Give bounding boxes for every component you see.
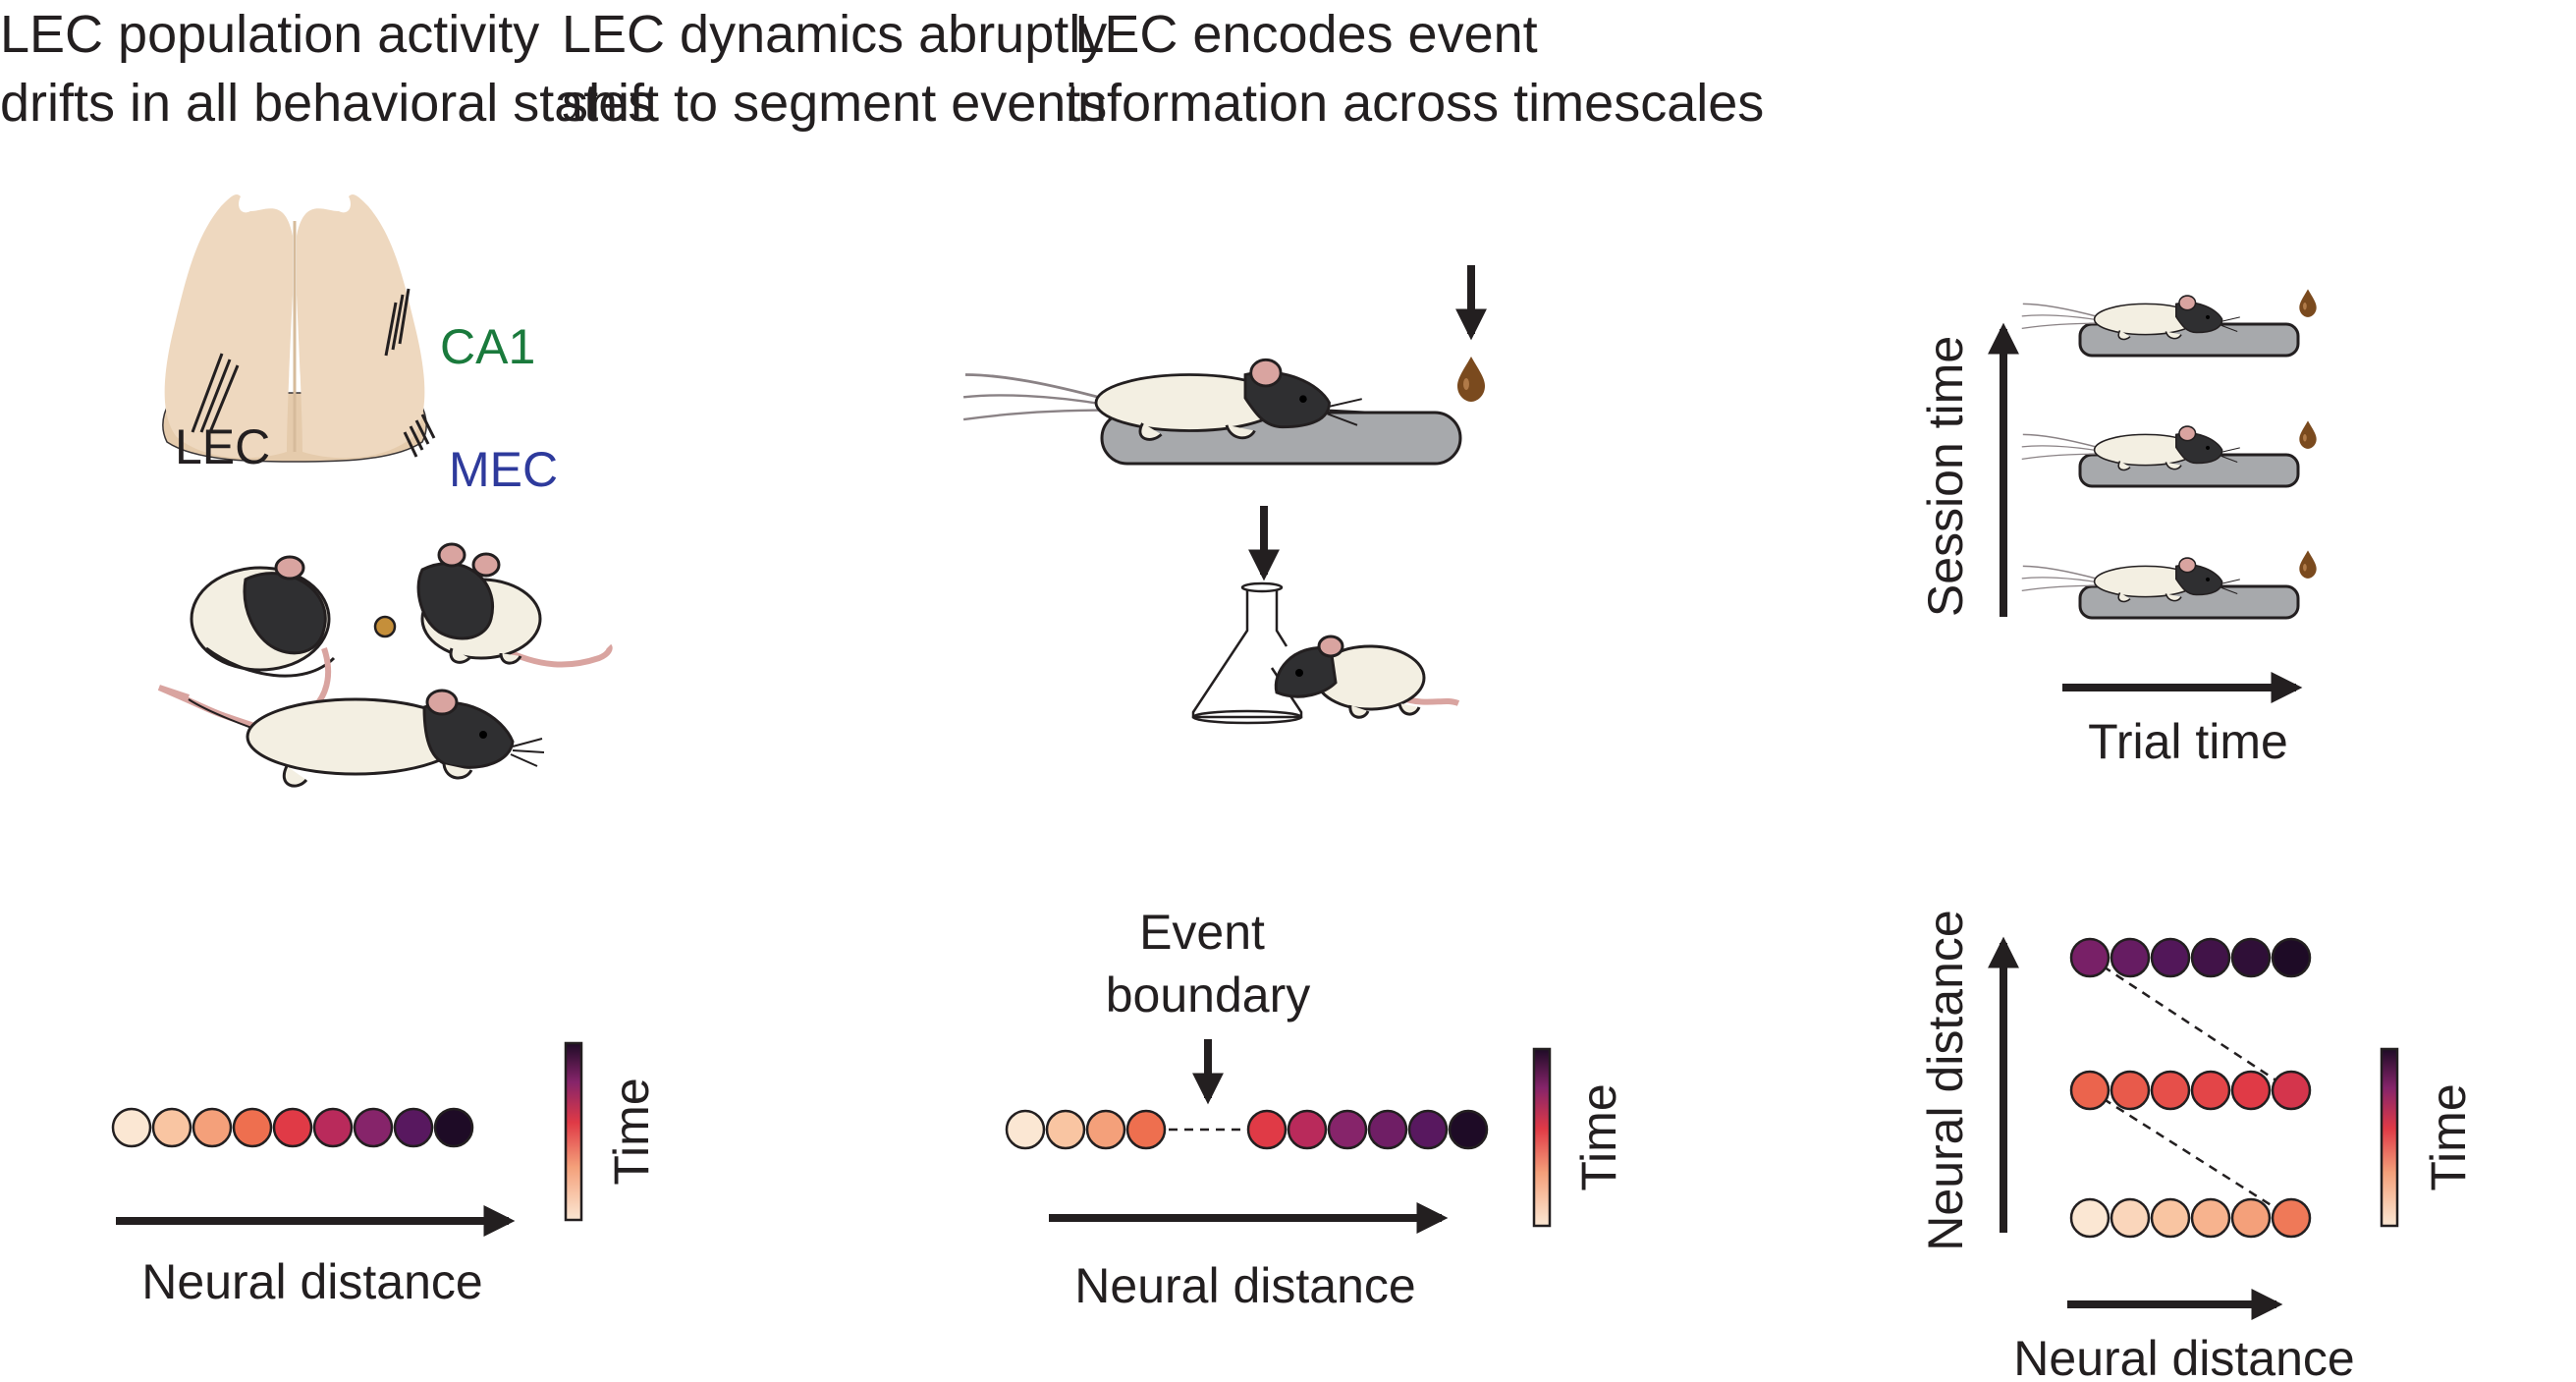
left-chain-node <box>151 1107 192 1148</box>
middle-chain-node <box>1085 1109 1126 1150</box>
lying-rat-left-illustration <box>157 685 545 788</box>
trial-row-3 <box>2020 550 2317 620</box>
right-row-node <box>2069 1070 2110 1111</box>
right-row-node <box>2230 1197 2272 1239</box>
eating-rat-illustration <box>373 542 613 668</box>
right-row-node <box>2069 1197 2110 1239</box>
reward-drop-icon <box>1457 357 1485 402</box>
curled-rat-illustration <box>190 555 336 710</box>
event-boundary-label-line-1: Event <box>1139 905 1265 960</box>
right-row-node <box>2190 1197 2231 1239</box>
left-x-axis-label: Neural distance <box>141 1254 482 1309</box>
middle-neural-chain <box>1005 1109 1489 1150</box>
right-row-node <box>2190 937 2231 978</box>
right-row-node <box>2271 1070 2312 1111</box>
right-row-connectors <box>2089 956 2292 1220</box>
ca1-label: CA1 <box>440 319 535 374</box>
right-row-node <box>2110 937 2151 978</box>
trial-row-2 <box>2020 420 2317 488</box>
middle-x-axis-label: Neural distance <box>1074 1258 1415 1313</box>
right-row-node <box>2271 1197 2312 1239</box>
left-colorbar-label: Time <box>604 1078 659 1185</box>
middle-chain-node <box>1287 1109 1328 1150</box>
trial-row-1 <box>2020 289 2317 358</box>
event-boundary-label-line-2: boundary <box>1106 967 1311 1023</box>
right-row-node <box>2069 937 2110 978</box>
left-colorbar <box>564 1041 583 1222</box>
right-row-node <box>2150 937 2191 978</box>
right-row-node <box>2230 937 2272 978</box>
lec-label: LEC <box>175 419 270 474</box>
right-row-node <box>2150 1197 2191 1239</box>
left-chain-node <box>312 1107 354 1148</box>
right-y-axis-label: Neural distance <box>1918 910 1973 1250</box>
right-row-node <box>2110 1070 2151 1111</box>
left-chain-node <box>272 1107 313 1148</box>
middle-chain-node <box>1448 1109 1489 1150</box>
left-neural-chain <box>111 1107 474 1148</box>
right-title-line-1: LEC encodes event <box>1074 5 1538 64</box>
exploring-rat-illustration <box>1274 635 1460 719</box>
left-chain-node <box>353 1107 394 1148</box>
right-colorbar-label: Time <box>2421 1083 2476 1190</box>
trial-time-label: Trial time <box>2088 714 2288 769</box>
middle-colorbar <box>1532 1047 1552 1228</box>
left-chain-node <box>192 1107 233 1148</box>
brain-illustration: CA1 LEC MEC <box>162 194 558 497</box>
middle-chain-node <box>1367 1109 1408 1150</box>
flask-icon <box>1191 581 1303 725</box>
right-row-node <box>2190 1070 2231 1111</box>
session-time-label: Session time <box>1918 336 1973 617</box>
left-chain-node <box>111 1107 152 1148</box>
right-row-node <box>2230 1070 2272 1111</box>
left-chain-node <box>433 1107 474 1148</box>
left-chain-node <box>232 1107 273 1148</box>
middle-chain-node <box>1005 1109 1046 1150</box>
right-x-axis-label: Neural distance <box>2013 1331 2354 1382</box>
middle-chain-node <box>1407 1109 1449 1150</box>
row-connector-line <box>2089 1088 2292 1220</box>
row-connector-line <box>2089 956 2292 1092</box>
mec-label: MEC <box>449 442 558 497</box>
middle-chain-node <box>1246 1109 1288 1150</box>
middle-colorbar-label: Time <box>1571 1083 1626 1190</box>
middle-chain-node <box>1125 1109 1167 1150</box>
middle-chain-node <box>1327 1109 1368 1150</box>
right-row-node <box>2271 937 2312 978</box>
right-row-node <box>2150 1070 2191 1111</box>
middle-chain-node <box>1045 1109 1086 1150</box>
left-chain-node <box>393 1107 434 1148</box>
right-colorbar <box>2380 1047 2399 1228</box>
right-neural-rows <box>2069 937 2312 1239</box>
right-row-node <box>2110 1197 2151 1239</box>
